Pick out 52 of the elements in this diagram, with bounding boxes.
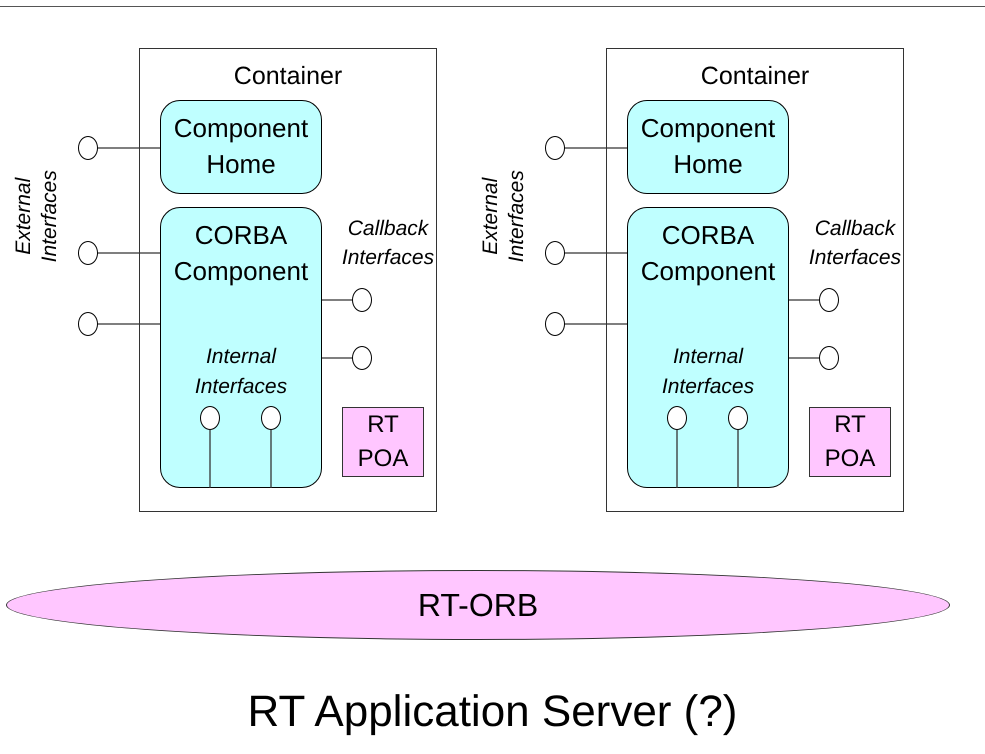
connector-line bbox=[565, 147, 627, 149]
connector-line bbox=[98, 147, 160, 149]
interface-circle bbox=[545, 241, 565, 265]
container-label: Container bbox=[232, 61, 344, 91]
connector-line bbox=[209, 430, 211, 488]
connector-line bbox=[789, 357, 819, 359]
interface-circle bbox=[545, 136, 565, 160]
connector-line bbox=[322, 357, 352, 359]
interface-circle bbox=[819, 346, 839, 370]
interface-circle bbox=[78, 241, 98, 265]
interface-circle bbox=[545, 312, 565, 336]
node-label: Component Home bbox=[640, 112, 776, 181]
connector-line bbox=[737, 430, 739, 488]
connector-line bbox=[789, 299, 819, 301]
connector-line bbox=[565, 323, 627, 325]
interface-circle bbox=[667, 406, 687, 430]
diagram-title: RT Application Server (?) bbox=[246, 690, 738, 734]
container-box bbox=[606, 48, 904, 512]
connector-line bbox=[98, 252, 160, 254]
component-box bbox=[160, 207, 322, 488]
connector-line bbox=[676, 430, 678, 488]
interface-circle bbox=[728, 406, 748, 430]
connector-line bbox=[98, 323, 160, 325]
node-label: RT-ORB bbox=[418, 586, 538, 624]
interface-label: Internal Interfaces bbox=[660, 344, 756, 400]
interface-label: Internal Interfaces bbox=[194, 344, 288, 400]
node-label: RT POA bbox=[824, 410, 876, 474]
side-label: External Interfaces bbox=[10, 169, 62, 264]
component-home-box bbox=[627, 100, 789, 194]
interface-circle bbox=[261, 406, 281, 430]
component-home-box bbox=[160, 100, 322, 194]
connector-line bbox=[322, 299, 352, 301]
interface-circle bbox=[352, 288, 372, 312]
interface-circle bbox=[819, 288, 839, 312]
component-box bbox=[627, 207, 789, 488]
interface-circle bbox=[352, 346, 372, 370]
container-box bbox=[139, 48, 437, 512]
interface-circle bbox=[78, 312, 98, 336]
connector-line bbox=[270, 430, 272, 488]
callback-label: Callback Interfaces bbox=[340, 216, 436, 272]
poa-box bbox=[342, 407, 424, 477]
poa-box bbox=[809, 407, 891, 477]
interface-circle bbox=[78, 136, 98, 160]
callback-label: Callback Interfaces bbox=[808, 216, 902, 272]
node-label: CORBA Component bbox=[640, 219, 776, 288]
side-label: External Interfaces bbox=[478, 169, 529, 264]
node-label: CORBA Component bbox=[172, 219, 310, 288]
container-label: Container bbox=[700, 61, 810, 91]
node-label: Component Home bbox=[172, 112, 310, 181]
interface-circle bbox=[200, 406, 220, 430]
connector-line bbox=[565, 252, 627, 254]
node-label: RT POA bbox=[356, 410, 410, 474]
